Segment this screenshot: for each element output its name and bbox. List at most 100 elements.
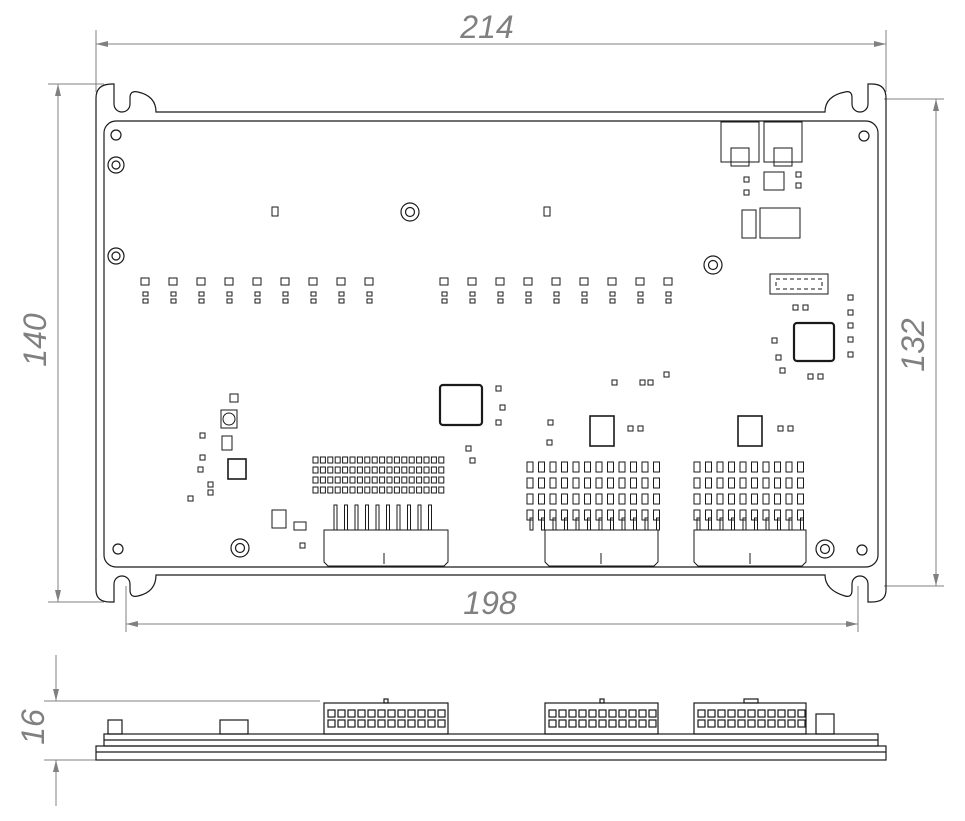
- smd-resistor: [739, 477, 747, 489]
- connector-cell: [628, 709, 637, 718]
- dim-mount-spacing: 198: [463, 585, 517, 621]
- smd-resistor: [705, 461, 712, 473]
- smd-resistor: [408, 466, 415, 474]
- connector-cell: [608, 709, 617, 718]
- smd-resistor: [423, 486, 430, 494]
- connector-cell: [377, 709, 386, 718]
- smd-pad: [637, 291, 644, 297]
- smd-resistor: [693, 461, 701, 473]
- smd-resistor: [607, 477, 614, 489]
- smd-pad: [366, 298, 373, 304]
- smd-resistor: [386, 466, 393, 474]
- connector-cell: [337, 709, 346, 718]
- smd-pad: [553, 298, 560, 304]
- connector-cell: [767, 719, 776, 728]
- connector-cell: [578, 709, 587, 718]
- connector-cell: [777, 719, 786, 728]
- smd-resistor: [342, 456, 349, 464]
- connector-cell: [797, 709, 806, 718]
- smd-resistor: [356, 486, 363, 494]
- smd-pad: [795, 182, 802, 189]
- smd-resistor: [416, 476, 423, 484]
- smd-pad: [743, 176, 750, 183]
- smd-resistor: [716, 477, 724, 489]
- smd-part: [364, 277, 374, 286]
- smd-part: [439, 277, 449, 286]
- smd-pad: [170, 298, 177, 304]
- smd-resistor: [334, 476, 341, 484]
- smd-pad: [581, 298, 588, 304]
- connector-cell: [757, 719, 766, 728]
- smd-resistor: [538, 461, 545, 473]
- connector-cell: [787, 709, 796, 718]
- smd-resistor: [401, 476, 408, 484]
- smd-resistor: [751, 493, 758, 505]
- smd-pad: [609, 291, 616, 297]
- smd-pad: [282, 291, 289, 297]
- smd-resistor: [693, 477, 701, 489]
- connector-cell: [437, 719, 446, 728]
- smd-resistor: [762, 477, 770, 489]
- connector-cell: [357, 709, 366, 718]
- smd-pad: [441, 298, 448, 304]
- pcb-board: [103, 120, 879, 568]
- smd-part: [168, 277, 178, 286]
- smd-pad: [199, 454, 206, 461]
- smd-part: [635, 277, 645, 286]
- connector-pin: [333, 504, 338, 531]
- smd-resistor: [630, 461, 637, 473]
- dimension-lines: [44, 30, 944, 806]
- smd-resistor: [572, 461, 580, 473]
- smd-resistor: [312, 456, 319, 464]
- dim-overall-width: 214: [459, 9, 513, 45]
- smd-part: [607, 277, 617, 286]
- smd-pad: [499, 404, 506, 411]
- smd-resistor: [438, 476, 445, 484]
- smd-resistor: [739, 461, 747, 473]
- smd-pad: [847, 322, 854, 329]
- connector-cell: [707, 719, 716, 728]
- smd-pad: [525, 298, 532, 304]
- smd-part: [663, 277, 673, 286]
- smd-pad: [441, 291, 448, 297]
- connector-cell: [727, 709, 736, 718]
- smd-pad: [495, 385, 502, 392]
- smd-resistor: [423, 476, 430, 484]
- smd-resistor: [379, 466, 386, 474]
- connector-pin: [788, 517, 793, 531]
- smd-resistor: [334, 456, 341, 464]
- smd-resistor: [572, 477, 580, 489]
- smd-resistor: [349, 466, 356, 474]
- connector-cell: [558, 709, 567, 718]
- smd-resistor: [312, 476, 319, 484]
- smd-resistor: [438, 466, 445, 474]
- smd-pad: [792, 304, 799, 311]
- smd-resistor: [572, 493, 580, 505]
- connector-cell: [618, 709, 627, 718]
- smd-resistor: [526, 493, 534, 505]
- smd-resistor: [371, 466, 378, 474]
- smd-resistor: [653, 477, 660, 489]
- smd-resistor: [618, 461, 626, 473]
- connector-pin: [564, 517, 568, 531]
- smd-pad: [310, 298, 317, 304]
- smd-resistor: [595, 461, 603, 473]
- connector-pin: [541, 517, 545, 531]
- smd-resistor: [327, 466, 334, 474]
- smd-pad: [465, 445, 472, 452]
- connector-cell: [638, 719, 647, 728]
- smd-pad: [254, 291, 261, 297]
- connector-cell: [787, 719, 796, 728]
- connector-cell: [608, 719, 617, 728]
- smd-resistor: [653, 493, 660, 505]
- connector-cell: [417, 719, 426, 728]
- connector-cell: [697, 709, 706, 718]
- connector-cell: [747, 719, 756, 728]
- smd-resistor: [356, 456, 363, 464]
- connector-pin: [365, 504, 369, 531]
- smd-resistor: [630, 477, 637, 489]
- smd-resistor: [416, 486, 423, 494]
- smd-resistor: [312, 466, 319, 474]
- smd-pad: [170, 291, 177, 297]
- smd-pad: [637, 425, 644, 432]
